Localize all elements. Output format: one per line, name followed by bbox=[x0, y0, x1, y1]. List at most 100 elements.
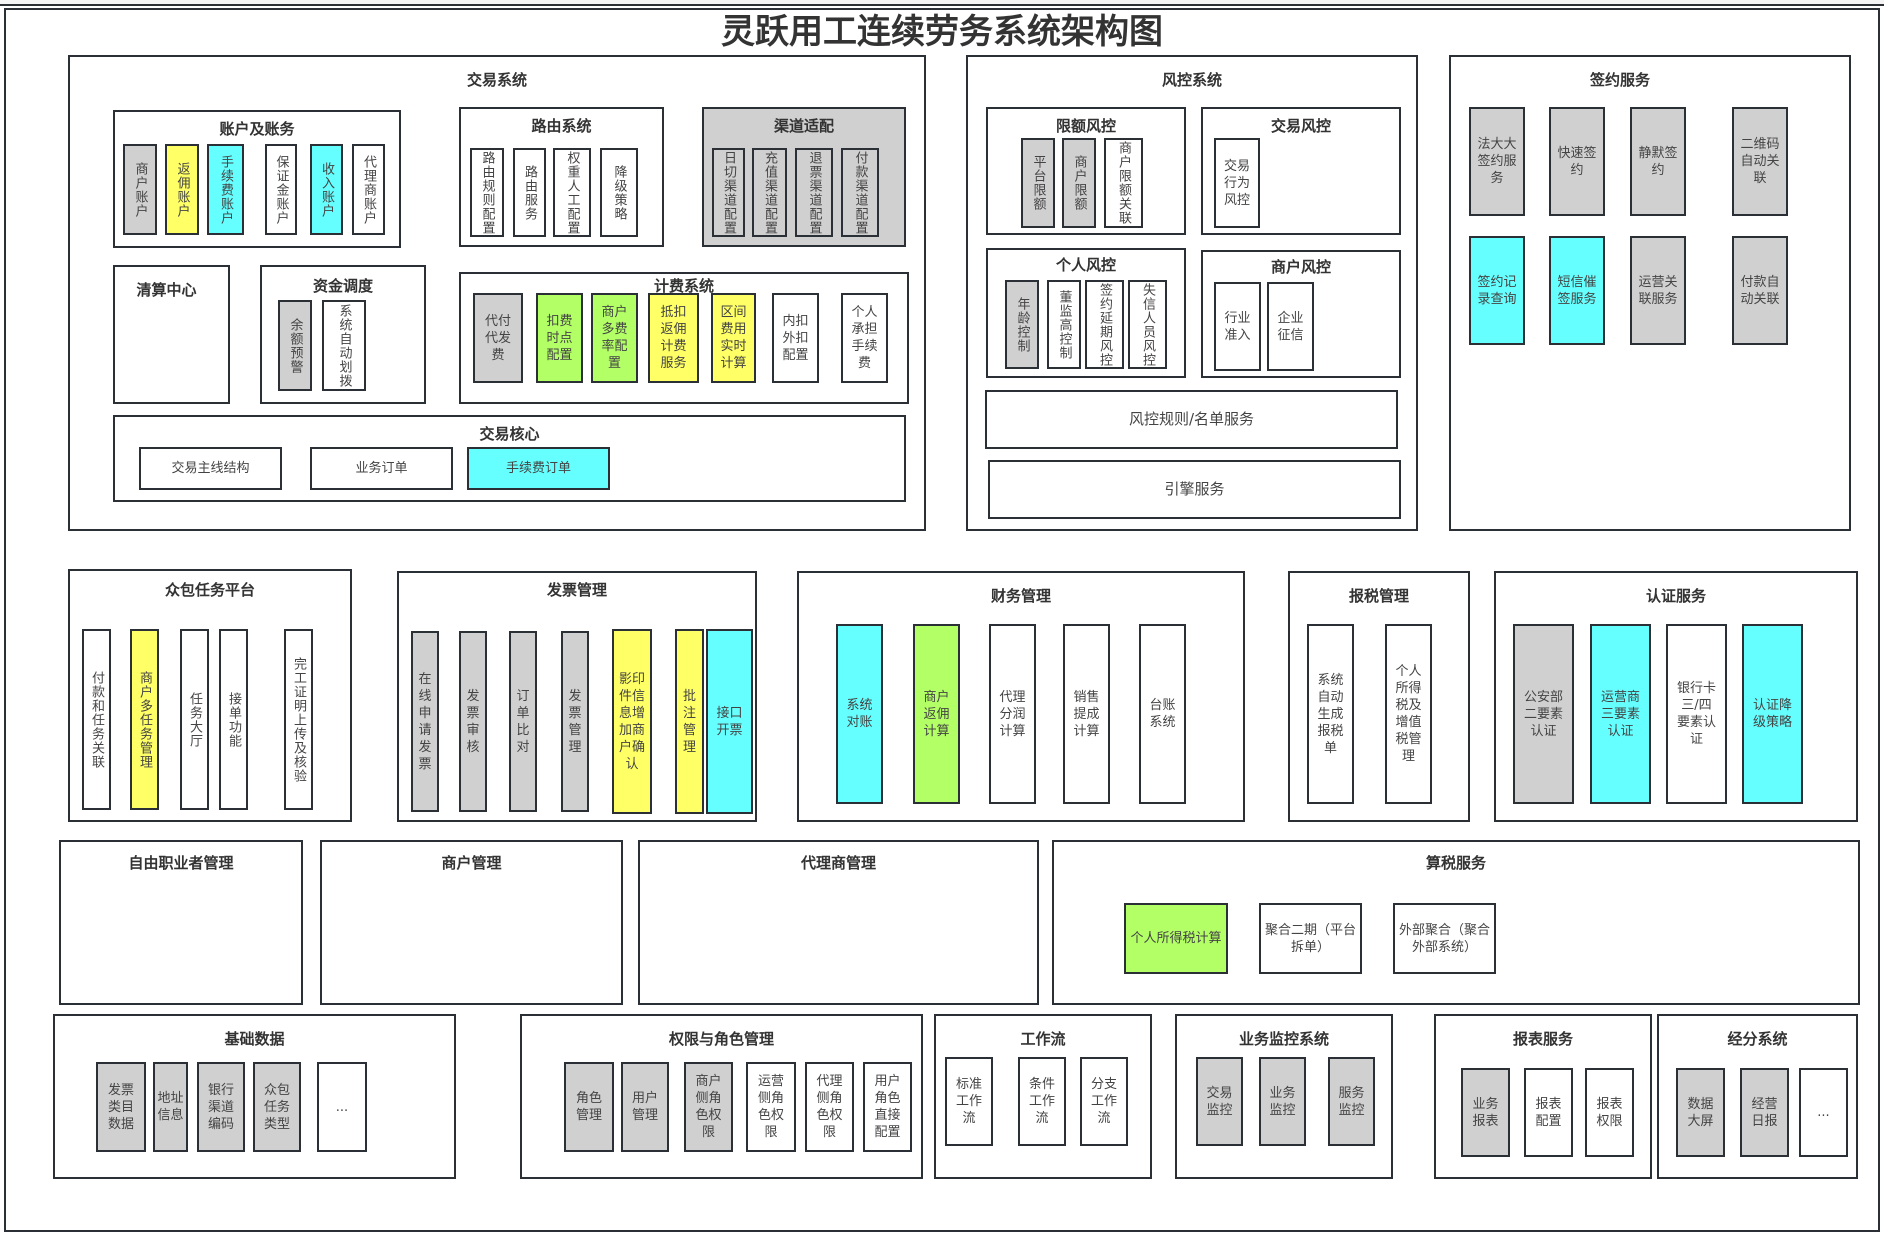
crowd-item[interactable]: 商户多任务管理 bbox=[130, 629, 159, 810]
base-data-item[interactable]: ... bbox=[317, 1062, 367, 1152]
personal-item[interactable]: 年龄控制 bbox=[1005, 280, 1039, 369]
channel-item[interactable]: 退票渠道配置 bbox=[795, 148, 833, 237]
personal-item[interactable]: 签约延期风控 bbox=[1085, 280, 1124, 369]
trade-risk-item[interactable]: 交易行为风控 bbox=[1214, 138, 1260, 228]
perm-item[interactable]: 商户侧角色权限 bbox=[684, 1062, 733, 1152]
invoice-item[interactable]: 接口开票 bbox=[706, 629, 753, 814]
base-data-item[interactable]: 众包任务类型 bbox=[253, 1062, 301, 1152]
cell-label: 报表配置 bbox=[1535, 1096, 1562, 1129]
sign-item[interactable]: 二维码自动关联 bbox=[1732, 107, 1788, 216]
merchant-item[interactable]: 企业征信 bbox=[1267, 282, 1314, 371]
auth-item[interactable]: 认证降级策略 bbox=[1742, 624, 1803, 804]
crowd-item[interactable]: 接单功能 bbox=[219, 629, 248, 810]
invoice-item[interactable]: 批注管理 bbox=[675, 629, 704, 814]
core-item[interactable]: 手续费订单 bbox=[467, 447, 610, 490]
workflow-item[interactable]: 分支工作流 bbox=[1080, 1057, 1128, 1146]
personal-item[interactable]: 失信人员风控 bbox=[1128, 280, 1167, 369]
channel-item[interactable]: 付款渠道配置 bbox=[841, 148, 879, 237]
tax-report-item[interactable]: 系统自动生成报税单 bbox=[1307, 624, 1354, 804]
perm-item[interactable]: 用户角色直接配置 bbox=[863, 1062, 912, 1152]
funds-item[interactable]: 余额预警 bbox=[278, 300, 312, 391]
finance-item[interactable]: 代理分润计算 bbox=[989, 624, 1036, 804]
invoice-item[interactable]: 发票管理 bbox=[561, 631, 589, 812]
base-data-item[interactable]: 地址信息 bbox=[153, 1062, 188, 1152]
auth-item[interactable]: 银行卡三/四要素认证 bbox=[1666, 624, 1727, 804]
billing-item[interactable]: 代付代发费 bbox=[473, 293, 523, 383]
report-item[interactable]: 报表权限 bbox=[1585, 1068, 1634, 1157]
invoice-item[interactable]: 在线申请发票 bbox=[411, 631, 439, 812]
merchant-item[interactable]: 行业准入 bbox=[1214, 282, 1261, 371]
risk-rules-list-service[interactable]: 风控规则/名单服务 bbox=[985, 390, 1398, 449]
perm-item[interactable]: 用户管理 bbox=[621, 1062, 669, 1152]
billing-item[interactable]: 扣费时点配置 bbox=[536, 293, 583, 383]
invoice-item[interactable]: 影印件信息增加商户确认 bbox=[612, 629, 652, 814]
sign-item[interactable]: 短信催签服务 bbox=[1549, 236, 1605, 345]
tax-calc-item[interactable]: 个人所得税计算 bbox=[1124, 903, 1228, 974]
tax-calc-item[interactable]: 聚合二期（平台拆单） bbox=[1259, 903, 1362, 974]
monitor-item[interactable]: 交易监控 bbox=[1196, 1057, 1243, 1146]
sign-item[interactable]: 签约记录查询 bbox=[1469, 236, 1525, 345]
core-item[interactable]: 交易主线结构 bbox=[139, 447, 282, 490]
workflow-item[interactable]: 标准工作流 bbox=[945, 1057, 993, 1146]
account-item[interactable]: 代理商账户 bbox=[352, 144, 385, 235]
account-item[interactable]: 返佣账户 bbox=[165, 144, 199, 235]
finance-item[interactable]: 销售提成计算 bbox=[1063, 624, 1110, 804]
cell-label: 董监高控制 bbox=[1056, 289, 1072, 360]
jingfen-item[interactable]: 经营日报 bbox=[1740, 1068, 1789, 1157]
billing-item[interactable]: 个人承担手续费 bbox=[841, 293, 888, 383]
report-item[interactable]: 报表配置 bbox=[1524, 1068, 1573, 1157]
limit-item[interactable]: 商户限额 bbox=[1062, 138, 1096, 228]
billing-item[interactable]: 抵扣返佣计费服务 bbox=[648, 293, 699, 383]
cell-label: 接单功能 bbox=[226, 691, 241, 748]
account-item[interactable]: 商户账户 bbox=[123, 144, 157, 235]
channel-item[interactable]: 充值渠道配置 bbox=[752, 148, 787, 237]
personal-item[interactable]: 董监高控制 bbox=[1047, 280, 1081, 369]
perm-item[interactable]: 运营侧角色权限 bbox=[746, 1062, 796, 1152]
account-item[interactable]: 手续费账户 bbox=[207, 144, 244, 235]
base-data-item[interactable]: 银行渠道编码 bbox=[197, 1062, 245, 1152]
crowd-item[interactable]: 任务大厅 bbox=[180, 629, 209, 810]
sign-item[interactable]: 运营关联服务 bbox=[1630, 236, 1686, 345]
finance-item[interactable]: 商户返佣计算 bbox=[913, 624, 960, 804]
cell-label: 失信人员风控 bbox=[1140, 282, 1155, 367]
crowd-item[interactable]: 完工证明上传及核验 bbox=[284, 629, 313, 810]
routing-item[interactable]: 降级策略 bbox=[600, 148, 638, 237]
perm-item[interactable]: 代理侧角色权限 bbox=[805, 1062, 854, 1152]
routing-item[interactable]: 权重人工配置 bbox=[553, 148, 591, 237]
sign-item[interactable]: 静默签约 bbox=[1630, 107, 1686, 216]
jingfen-item[interactable]: 数据大屏 bbox=[1676, 1068, 1725, 1157]
channel-item[interactable]: 日切渠道配置 bbox=[712, 148, 745, 237]
base-data-item[interactable]: 发票类目数据 bbox=[96, 1062, 146, 1152]
account-item[interactable]: 保证金账户 bbox=[265, 144, 297, 235]
billing-item[interactable]: 区间费用实时计算 bbox=[711, 293, 756, 383]
report-item[interactable]: 业务报表 bbox=[1461, 1068, 1510, 1157]
billing-item[interactable]: 商户多费率配置 bbox=[591, 293, 638, 383]
billing-item[interactable]: 内扣外扣配置 bbox=[772, 293, 819, 383]
routing-item[interactable]: 路由服务 bbox=[513, 148, 546, 237]
perm-item[interactable]: 角色管理 bbox=[564, 1062, 614, 1152]
auth-item[interactable]: 运营商三要素认证 bbox=[1590, 624, 1651, 804]
jingfen-item[interactable]: ... bbox=[1799, 1068, 1848, 1157]
monitor-item[interactable]: 服务监控 bbox=[1328, 1057, 1375, 1146]
funds-item[interactable]: 系统自动划拨 bbox=[322, 300, 366, 391]
workflow-item[interactable]: 条件工作流 bbox=[1018, 1057, 1066, 1146]
engine-service[interactable]: 引擎服务 bbox=[988, 460, 1401, 519]
account-item[interactable]: 收入账户 bbox=[310, 144, 343, 235]
tax-report-item[interactable]: 个人所得税及增值税管理 bbox=[1385, 624, 1432, 804]
finance-item[interactable]: 系统对账 bbox=[836, 624, 883, 804]
limit-item[interactable]: 商户限额关联 bbox=[1104, 138, 1143, 228]
finance-item[interactable]: 台账系统 bbox=[1139, 624, 1186, 804]
crowd-item[interactable]: 付款和任务关联 bbox=[82, 629, 111, 810]
invoice-item[interactable]: 订单比对 bbox=[509, 631, 537, 812]
limit-item[interactable]: 平台限额 bbox=[1021, 138, 1055, 228]
sign-item[interactable]: 法大大签约服务 bbox=[1469, 107, 1525, 216]
sign-item[interactable]: 付款自动关联 bbox=[1732, 236, 1788, 345]
core-item[interactable]: 业务订单 bbox=[310, 447, 453, 490]
invoice-item[interactable]: 发票审核 bbox=[459, 631, 487, 812]
group-risk-system: 风控系统 bbox=[966, 55, 1418, 531]
auth-item[interactable]: 公安部二要素认证 bbox=[1513, 624, 1574, 804]
sign-item[interactable]: 快速签约 bbox=[1549, 107, 1605, 216]
tax-calc-item[interactable]: 外部聚合（聚合外部系统） bbox=[1393, 903, 1496, 974]
monitor-item[interactable]: 业务监控 bbox=[1259, 1057, 1306, 1146]
routing-item[interactable]: 路由规则配置 bbox=[470, 148, 504, 237]
